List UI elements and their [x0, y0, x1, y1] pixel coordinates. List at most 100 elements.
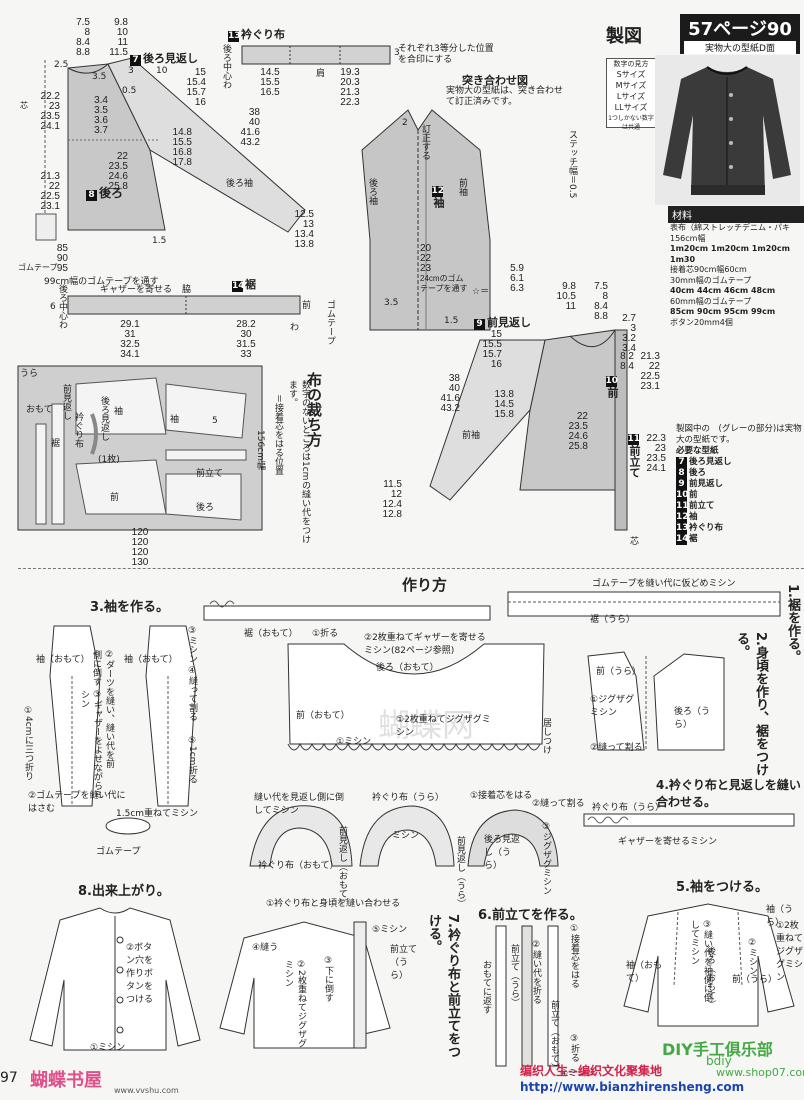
footer-center2: http://www.bianzhirensheng.com [520, 1080, 745, 1094]
cutting-title: 布の裁ち方 [305, 372, 323, 447]
center-label: 後ろ（おもて） [376, 663, 439, 673]
step7-title: 7.衿ぐり布と前立てをつける。 [426, 914, 460, 1058]
step1-title: 1.裾を作る。 [785, 584, 800, 663]
step4-label: ミシン [392, 831, 420, 841]
hem-back-center: 後ろ中心わ [57, 284, 67, 329]
step8-drawing [29, 907, 201, 1051]
center-label: ①折る [312, 629, 339, 639]
step3-label: ②ゴムテープを縫い代にはさむ [28, 791, 126, 814]
back-pattern-drawing [35, 57, 306, 241]
footer-center1: 编织人生--编织文化聚集地 [520, 1064, 662, 1078]
legend-item: 14裾 [676, 534, 698, 545]
step3-label: ⑤1cm折る [187, 736, 197, 784]
step4-label: 前見返し（おもて） [337, 826, 347, 907]
back-misc-05: 0.5 [122, 86, 137, 96]
sleeve-join-back: 後ろ袖 [367, 178, 377, 205]
step4-label: ①接着芯をはる [470, 791, 533, 801]
hem-front: 前 [302, 301, 312, 311]
materials-row: 30mm幅のゴムテープ [670, 275, 752, 285]
step2-drawing [587, 651, 725, 751]
sleeve-join-slit: 訂正する [420, 124, 430, 160]
footer-right1: DIY手工俱乐部 [662, 1040, 773, 1059]
howto-title: 作り方 [402, 576, 448, 594]
step5-label: 前（うら） [732, 975, 778, 985]
front-sleeve: 前袖 [462, 431, 481, 441]
footer-right3: bdiy [706, 1054, 732, 1068]
hem-gather: ギャザーを寄せる [100, 285, 173, 295]
cut-part: 後ろ [196, 503, 215, 513]
step3-title: 3.袖を作る。 [90, 600, 169, 615]
cut-part: 袖 [170, 415, 180, 425]
sleeve-join-label-12: 12袖 [431, 186, 445, 208]
materials-row: 156cm幅 [670, 233, 706, 243]
step5-label: ③縫い代を袖側に倒してミシン [689, 920, 712, 1002]
cut-fabric-width: 156cm幅 [255, 430, 265, 470]
materials-row: ボタン20mm4個 [670, 317, 733, 327]
step7-label: ①衿ぐり布と身頃を縫い合わせる [266, 899, 401, 909]
back-gomu: ゴムテープ [18, 263, 58, 272]
neckband-label-13: 13衿ぐり布 [228, 28, 285, 42]
step5-drawing [623, 903, 795, 1027]
footer-right2: www.shop07.com [716, 1066, 804, 1079]
footer-logo1-url: www.vvshu.com [114, 1086, 179, 1095]
cut-part: 前見返し [61, 384, 71, 420]
sleeve-join-note: 実物大の型紙は、突き合わせて訂正済みです。 [446, 86, 564, 107]
step7-label: ③下に倒す [323, 956, 333, 1002]
step1-drawing [507, 591, 781, 617]
legend-item: 10前 [676, 490, 698, 501]
center-label: 裾（おもて） [244, 629, 298, 639]
step4-label: 衿ぐり布（おもて） [258, 861, 339, 871]
step6-label: ②縫い代を折る [531, 940, 541, 1004]
step3-label: 1.5cm重ねてミシン [116, 809, 199, 819]
size-m: Mサイズ [615, 81, 647, 90]
step7-label: ④縫う [252, 943, 279, 953]
step3-label: ゴムテープ [96, 847, 141, 857]
step4-label: ③ジグザグミシン [541, 822, 551, 895]
cut-part: 衿ぐり布 [73, 412, 83, 448]
step5-label: 袖（うら） [766, 905, 794, 928]
size-ll: LLサイズ [614, 103, 648, 112]
back-shin: 芯 [20, 101, 28, 110]
cut-part: 袖 [114, 407, 124, 417]
page-number: 97 [0, 1070, 18, 1086]
front-pattern-drawing [429, 329, 628, 531]
step8-label: ②ボタン穴を作りボタンをつける [126, 943, 154, 1005]
legend-item: 12袖 [676, 512, 698, 523]
sleeve-join-gomu: ゴムテープ [325, 300, 335, 345]
materials-row: 85cm 90cm 95cm 99cm [670, 307, 776, 316]
step4-label: ギャザーを寄せるミシン [618, 837, 718, 847]
sleeve-join-n15: 1.5 [444, 316, 459, 326]
step3-label: ①4cmに三つ折り [23, 706, 33, 781]
step8-title: 8.出来上がり。 [78, 884, 170, 899]
hem-strip [67, 295, 301, 315]
cut-part: 後ろ見返し [99, 396, 109, 441]
step7-label: ②2枚重ねてジグザグミシン [283, 960, 306, 1048]
neckband-back-center: 後ろ中心わ [221, 44, 231, 89]
hem-wa: わ [290, 323, 300, 333]
hem-side: 脇 [182, 285, 192, 295]
step6-label: ④ミシン [560, 1069, 596, 1079]
front-star: ☆＝ [472, 287, 490, 297]
step5-label: 袖（おもて） [626, 961, 663, 984]
neckband-strip [241, 45, 391, 65]
sleeve-join-title: 突き合わせ図 [462, 74, 528, 87]
step4-label: 縫い代を見返し側に倒してミシン [254, 793, 345, 816]
step6-label: ①接着芯をはる [569, 924, 579, 988]
step3-label: ④縫って割る [187, 666, 197, 721]
